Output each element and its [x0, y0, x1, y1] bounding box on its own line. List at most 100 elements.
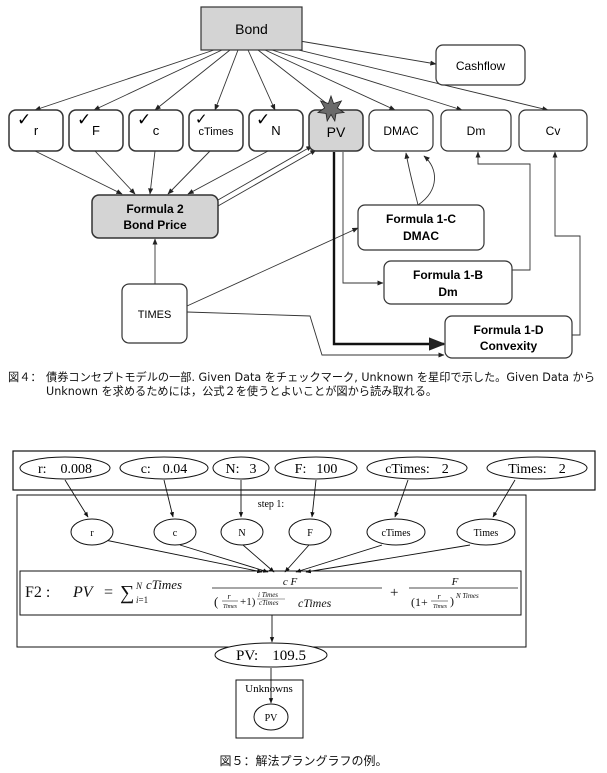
formula1b-title: Formula 1-B [413, 268, 483, 282]
times-label: TIMES [138, 309, 172, 321]
check-icon: ✓ [256, 110, 270, 129]
bond-node[interactable]: Bond [200, 6, 303, 51]
given-ctimes-name: cTimes: [385, 462, 430, 477]
n-label: N [271, 123, 280, 138]
f-node[interactable]: F ✓ [68, 109, 124, 152]
svg-text:cTimes: cTimes [298, 596, 332, 610]
svg-text:c F: c F [283, 576, 298, 588]
figure4-caption: 図４： 債券コンセプトモデルの一部. Given Data をチェックマーク, … [8, 371, 604, 399]
times-node[interactable]: TIMES [121, 283, 188, 344]
cv-node[interactable]: Cv [518, 109, 588, 152]
var-c-label: c [173, 528, 178, 539]
check-icon: ✓ [17, 110, 31, 129]
check-icon: ✓ [137, 110, 151, 129]
dm-node[interactable]: Dm [440, 109, 512, 152]
formula1c-node[interactable]: Formula 1-C DMAC [357, 204, 485, 251]
given-values: r:0.008 c:0.04 N: 3 F:100 cTimes: 2 Times:… [19, 456, 588, 480]
svg-text:F:100: F:100 [295, 462, 338, 477]
check-icon: ✓ [195, 111, 208, 128]
svg-text:cTimes: cTimes [146, 577, 182, 592]
step-label: step 1: [258, 499, 284, 510]
unknown-pv-label: PV [265, 713, 279, 724]
var-f[interactable]: F [288, 518, 332, 546]
r-node[interactable]: r ✓ [8, 109, 64, 152]
given-ctimes-value: 2 [442, 462, 449, 477]
c-node[interactable]: c ✓ [128, 109, 184, 152]
svg-text:r:0.008: r:0.008 [38, 462, 92, 477]
plan-edges [64, 479, 516, 704]
cashflow-node[interactable]: Cashflow [435, 44, 526, 86]
figure4-caption-text: 債券コンセプトモデルの一部. Given Data をチェックマーク, Unkn… [46, 371, 595, 398]
formula1b-node[interactable]: Formula 1-B Dm [383, 260, 513, 305]
cv-label: Cv [546, 124, 561, 138]
ctimes-node[interactable]: cTimes ✓ [188, 109, 244, 152]
formula-label: F2 : [25, 584, 50, 601]
unknown-pv[interactable]: PV [253, 703, 289, 731]
var-ctimes[interactable]: cTimes [366, 518, 426, 546]
r-label: r [34, 123, 39, 138]
svg-text:Times: Times [433, 604, 448, 610]
check-icon: ✓ [77, 110, 91, 129]
given-f[interactable]: F:100 [274, 456, 358, 480]
svg-text:∑: ∑ [120, 582, 134, 604]
given-c[interactable]: c:0.04 [119, 456, 209, 480]
svg-text:N:3: N: 3 [226, 462, 257, 477]
svg-text:Times: Times [223, 604, 238, 610]
given-ctimes[interactable]: cTimes: 2 [366, 456, 468, 480]
given-n-name: N: [226, 462, 240, 477]
ctimes-label: cTimes [198, 126, 234, 138]
dmac-label: DMAC [383, 124, 419, 138]
svg-text:c:0.04: c:0.04 [141, 462, 188, 477]
given-times-value: 2 [559, 462, 566, 477]
formula2-title: Formula 2 [126, 202, 184, 216]
var-times[interactable]: Times [456, 518, 516, 546]
svg-text:PV:109.5: PV: 109.5 [236, 648, 306, 664]
svg-text:=: = [104, 584, 113, 601]
svg-text:(: ( [214, 594, 218, 609]
given-r[interactable]: r:0.008 [19, 456, 111, 480]
given-times[interactable]: Times:2 [486, 456, 588, 480]
figure4-caption-label: 図４： [8, 371, 42, 384]
result-name: PV: [236, 648, 258, 664]
formula1d-title: Formula 1-D [473, 323, 543, 337]
unknowns-box [235, 679, 304, 739]
formula2-node[interactable]: Formula 2 Bond Price [91, 194, 219, 239]
svg-text:i=1: i=1 [136, 595, 148, 605]
given-n-value: 3 [250, 462, 257, 477]
var-r-label: r [90, 528, 94, 539]
var-f-label: F [307, 528, 313, 539]
unknown-star-icon [316, 94, 346, 123]
pv-label: PV [327, 124, 346, 140]
svg-text:r: r [437, 592, 441, 601]
formula1c-subtitle: DMAC [403, 229, 439, 243]
formula1b-subtitle: Dm [438, 285, 457, 299]
result-pv[interactable]: PV: 109.5 [214, 642, 328, 668]
formula-f2: F2 : PV = ∑ N i=1 cTimes c F ( r Times +… [25, 576, 518, 610]
var-c[interactable]: c [153, 518, 197, 546]
var-ctimes-label: cTimes [381, 528, 410, 539]
formula1c-title: Formula 1-C [386, 212, 456, 226]
n-node[interactable]: N ✓ [248, 109, 304, 152]
svg-text:cTimes:2: cTimes: 2 [385, 462, 449, 477]
givens-box [12, 450, 596, 491]
svg-text:): ) [450, 594, 454, 608]
variable-nodes: r c N F cTimes Times [70, 518, 516, 546]
var-n[interactable]: N [220, 518, 264, 546]
formula1d-node[interactable]: Formula 1-D Convexity [444, 315, 573, 359]
formula2-subtitle: Bond Price [123, 218, 187, 232]
var-r[interactable]: r [70, 518, 114, 546]
pv-node[interactable]: PV [308, 94, 364, 152]
cashflow-label: Cashflow [456, 59, 506, 73]
formula-box [19, 570, 522, 616]
svg-text:PV: PV [72, 584, 95, 601]
svg-text:+1): +1) [240, 596, 256, 608]
result-value: 109.5 [272, 648, 306, 664]
edges [34, 37, 581, 358]
dm-label: Dm [467, 124, 486, 138]
c-label: c [153, 123, 160, 138]
given-n[interactable]: N: 3 [212, 456, 270, 480]
dmac-node[interactable]: DMAC [368, 109, 434, 152]
given-r-name: r: [38, 462, 47, 477]
svg-text:i Times: i Times [258, 591, 278, 599]
figure5-caption: 図５：解法プラングラフの例。 [219, 754, 388, 768]
